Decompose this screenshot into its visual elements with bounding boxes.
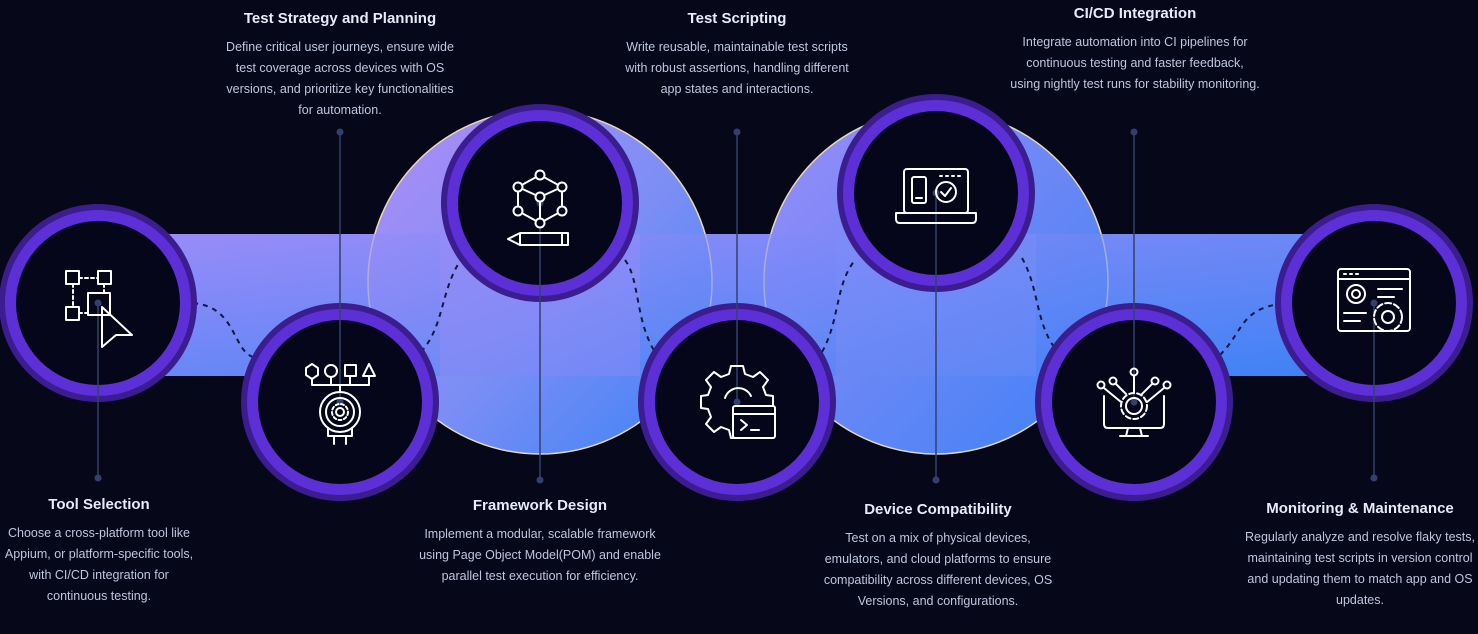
step-description: Test on a mix of physical devices, emula…: [823, 531, 1053, 608]
step-title: Monitoring & Maintenance: [1266, 500, 1454, 517]
step-title: Tool Selection: [48, 496, 150, 513]
step-node-1: [0, 204, 197, 402]
connector-4: [733, 128, 741, 406]
step-description: Integrate automation into CI pipelines f…: [1010, 35, 1260, 91]
connector-5: [932, 189, 940, 484]
step-description: Regularly analyze and resolve flaky test…: [1245, 530, 1475, 607]
connectors: [94, 128, 1378, 484]
gear-terminal-icon: [700, 365, 776, 439]
flowchart-cursor-icon: [65, 270, 133, 348]
step-title: Test Scripting: [687, 10, 787, 27]
step-title: Test Strategy and Planning: [243, 10, 437, 27]
step-description: Implement a modular, scalable framework …: [419, 527, 661, 583]
monitor-gear-network-icon: [1096, 367, 1172, 437]
step-title: CI/CD Integration: [1073, 5, 1197, 22]
step-title: Device Compatibility: [864, 501, 1012, 518]
strategy-planning-icon: [305, 363, 376, 445]
browser-gears-icon: [1337, 268, 1411, 332]
connector-7: [1370, 299, 1378, 482]
step-description: Write reusable, maintainable test script…: [625, 40, 849, 96]
step-title: Framework Design: [472, 497, 608, 514]
cube-pencil-icon: [507, 169, 569, 246]
laptop-devices-icon: [895, 168, 977, 224]
step-description: Choose a cross-platform tool like Appium…: [4, 526, 194, 603]
connector-6: [1130, 128, 1138, 406]
connector-1: [94, 299, 102, 482]
dashed-links: [182, 257, 1293, 359]
step-description: Define critical user journeys, ensure wi…: [226, 40, 454, 117]
